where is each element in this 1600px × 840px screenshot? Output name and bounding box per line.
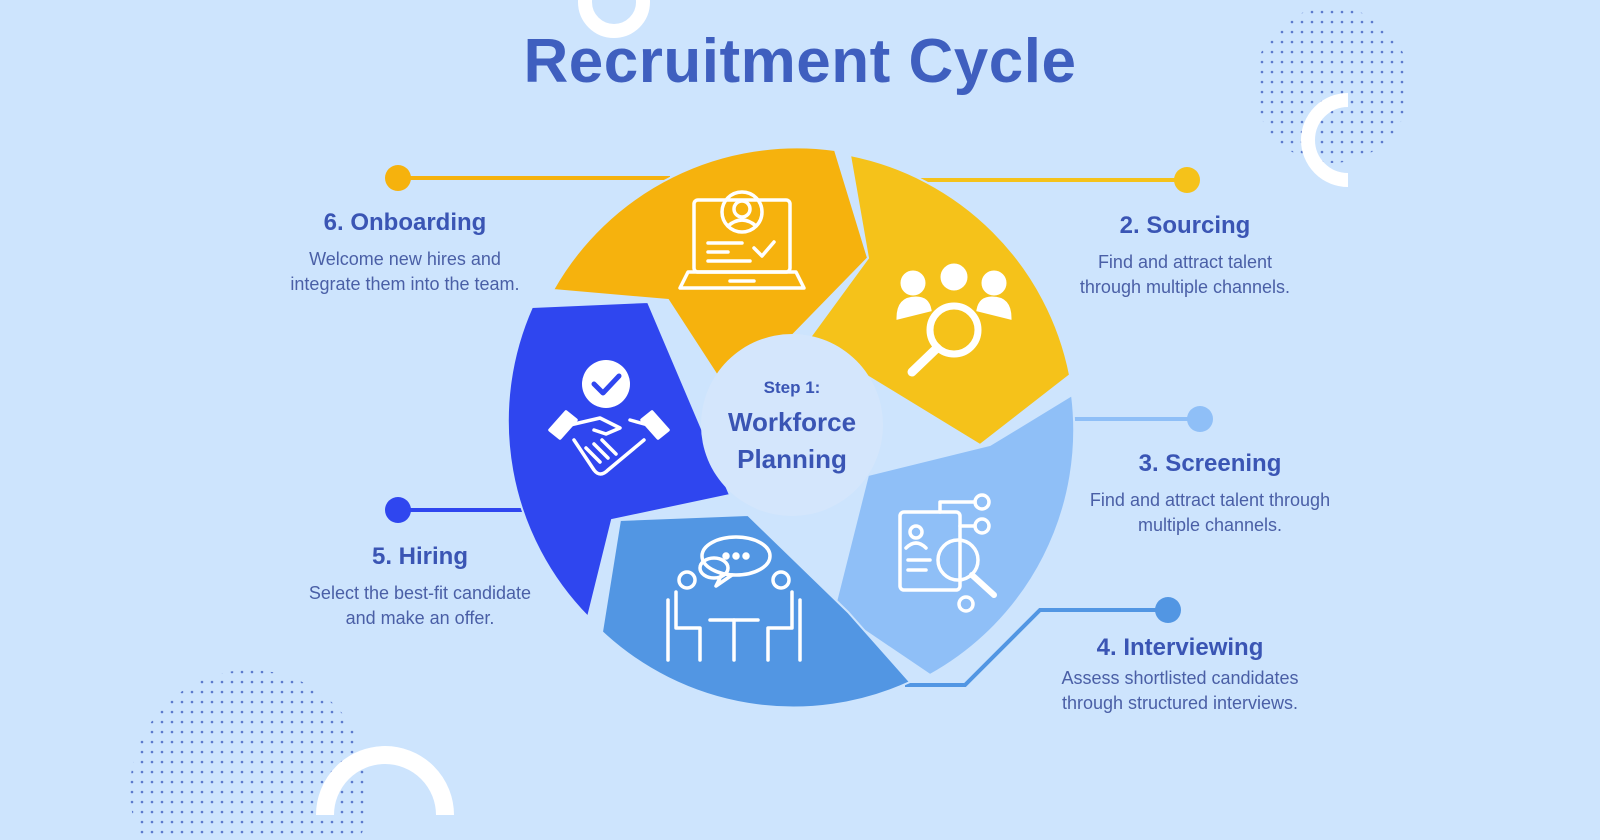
step-heading: 2. Sourcing (1119, 212, 1251, 239)
step-description: Find and attract talent through multiple… (1089, 490, 1331, 535)
connector-dot-hiring (385, 497, 411, 523)
step-description: Find and attract talent through multiple… (1079, 252, 1291, 297)
step-heading: 5. Hiring (371, 543, 468, 570)
segment-sourcing (806, 153, 1072, 447)
step-sourcing: 2. Sourcing Find and attract talent thro… (1040, 212, 1330, 300)
connector-dot-sourcing (1174, 167, 1200, 193)
step-onboarding: 6. Onboarding Welcome new hires and inte… (260, 209, 550, 297)
step-screening: 3. Screening Find and attract talent thr… (1050, 450, 1370, 538)
step-heading: 4. Interviewing (1096, 634, 1264, 661)
segment-screening (832, 393, 1076, 677)
step-heading: 3. Screening (1138, 450, 1282, 477)
segment-interviewing (600, 513, 912, 709)
page-title: Recruitment Cycle (523, 27, 1077, 96)
team-search-icon (896, 263, 1012, 377)
connector-dot-screening (1187, 406, 1213, 432)
center-step-label: Step 1: (763, 378, 821, 397)
step-interviewing: 4. Interviewing Assess shortlisted candi… (1025, 634, 1335, 716)
ring-right (1301, 93, 1349, 187)
step-heading: 6. Onboarding (323, 209, 487, 236)
center-step: Step 1: Workforce Planning (692, 378, 892, 478)
connector-dot-onboarding (385, 165, 411, 191)
step-description: Welcome new hires and integrate them int… (290, 249, 520, 294)
ring-top (578, 0, 650, 38)
document-search-network-icon (898, 493, 997, 613)
step-hiring: 5. Hiring Select the best-fit candidate … (275, 543, 565, 631)
center-circle (701, 334, 883, 516)
laptop-profile-icon (678, 190, 806, 290)
connector-lines (385, 165, 1213, 687)
ring-bottom-left (316, 746, 454, 816)
center-step-name: Workforce Planning (727, 407, 857, 474)
connector-interviewing (905, 608, 1168, 687)
interview-conversation-icon (666, 535, 802, 662)
step-description: Select the best-fit candidate and make a… (308, 583, 532, 628)
connector-dot-interviewing (1155, 597, 1181, 623)
dot-pattern-top-right (1254, 7, 1410, 163)
step-description: Assess shortlisted candidates through st… (1061, 668, 1299, 713)
handshake-check-icon (548, 360, 670, 476)
